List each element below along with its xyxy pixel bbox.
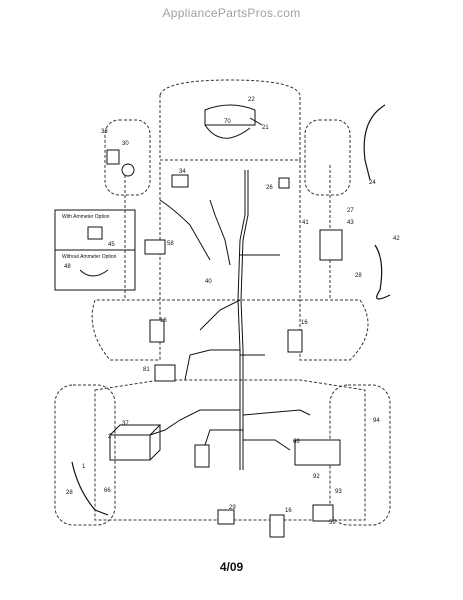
callout-28: 28 [355, 273, 362, 279]
ammeter-option-label: With Ammeter Option [62, 214, 110, 220]
callout-37: 37 [122, 421, 129, 427]
callout-81: 81 [143, 367, 150, 373]
callout-66: 66 [293, 439, 300, 445]
callout-66: 66 [104, 488, 111, 494]
callout-2: 2 [108, 434, 112, 440]
harness [149, 170, 311, 470]
callout-48: 48 [64, 264, 71, 270]
watermark: AppliancePartsPros.com [162, 6, 301, 20]
callout-58: 58 [167, 241, 174, 247]
callout-43: 43 [347, 220, 354, 226]
battery [109, 424, 162, 461]
callout-22: 22 [248, 97, 255, 103]
callout-34: 34 [179, 169, 186, 175]
callout-24: 24 [369, 180, 376, 186]
date-code: 4/09 [219, 560, 244, 574]
components [106, 149, 343, 538]
callout-93: 93 [335, 489, 342, 495]
callout-33: 33 [101, 129, 108, 135]
callout-27: 27 [347, 208, 354, 214]
callout-16: 16 [160, 318, 167, 324]
callout-29: 29 [229, 505, 236, 511]
callout-59: 59 [329, 520, 336, 526]
callout-16: 16 [285, 508, 292, 514]
ammeter-inset [54, 209, 136, 291]
callout-42: 42 [393, 236, 400, 242]
callout-92: 92 [313, 474, 320, 480]
callout-26: 26 [266, 185, 273, 191]
callout-70: 70 [224, 119, 231, 125]
callout-30: 30 [122, 141, 129, 147]
callout-21: 21 [262, 125, 269, 131]
callout-41: 41 [302, 220, 309, 226]
callout-16: 16 [301, 320, 308, 326]
callout-40: 40 [205, 279, 212, 285]
callout-94: 94 [373, 418, 380, 424]
callout-28: 28 [66, 490, 73, 496]
seat-switch-assembly [204, 104, 263, 139]
callout-45: 45 [108, 242, 115, 248]
cables [71, 104, 391, 516]
callout-1: 1 [82, 464, 86, 470]
no-ammeter-option-label: Without Ammeter Option [62, 254, 117, 260]
